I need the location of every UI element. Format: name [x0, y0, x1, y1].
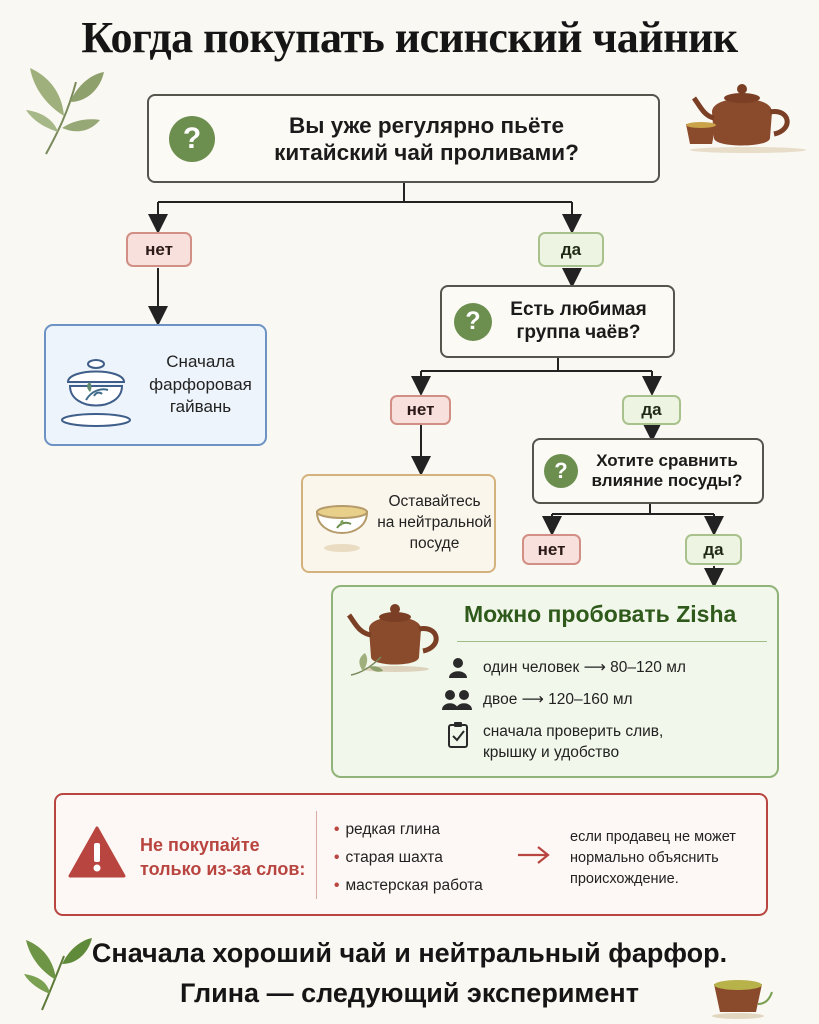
neutral-line2: на нейтральной	[377, 514, 492, 532]
root-question-line1: Вы уже регулярно пьёте	[289, 112, 564, 138]
zisha-item-one: один человек ⟶ 80–120 мл	[483, 659, 686, 676]
arrow-right-icon	[518, 846, 550, 864]
warning-divider	[316, 811, 317, 899]
neutral-result-box: Оставайтесь на нейтральной посуде	[301, 474, 496, 573]
person-icon	[449, 658, 467, 678]
warning-title-line1: Не покупайте	[140, 835, 260, 855]
question-icon: ?	[169, 115, 215, 162]
level1-yes-label: да	[538, 232, 604, 267]
gaiwan-line2: фарфоровая	[149, 374, 252, 394]
question2-line2: группа чаёв?	[516, 321, 641, 343]
question3-line2: влияние посуды?	[591, 471, 743, 490]
page-title: Когда покупать исинский чайник	[81, 13, 738, 62]
root-question-box: ? Вы уже регулярно пьёте китайский чай п…	[147, 94, 660, 183]
gaiwan-result-box: Сначала фарфоровая гайвань	[44, 324, 267, 446]
zisha-title: Можно пробовать Zisha	[464, 601, 737, 627]
gaiwan-line3: гайвань	[169, 397, 232, 417]
question2-line1: Есть любимая	[510, 298, 647, 320]
tea-leaf-icon	[350, 653, 383, 676]
question2-box: ? Есть любимая группа чаёв?	[440, 285, 675, 358]
zisha-item-check-line1: сначала проверить слив,	[483, 723, 664, 740]
two-people-icon	[442, 690, 472, 710]
warning-bullet-1: •редкая глина	[334, 821, 441, 838]
zisha-divider	[457, 641, 767, 642]
question3-box: ? Хотите сравнить влияние посуды?	[532, 438, 764, 504]
checklist-icon	[448, 722, 468, 748]
warning-note-line3: происхождение.	[570, 871, 679, 888]
root-question-line2: китайский чай проливами?	[274, 139, 579, 165]
zisha-item-check-line2: крышку и удобство	[483, 743, 620, 761]
neutral-line3: посуде	[409, 534, 460, 552]
question-icon: ?	[454, 302, 492, 341]
porcelain-cup-icon	[315, 504, 369, 552]
tea-leaves-icon	[26, 68, 104, 155]
warning-bullet-3: •мастерская работа	[334, 877, 483, 894]
footer-line2: Глина — следующий эксперимент	[180, 978, 639, 1008]
tea-leaves-icon	[24, 938, 92, 1011]
neutral-line1: Оставайтесь	[388, 493, 481, 511]
warning-note-line1: если продавец не может	[570, 829, 736, 845]
zisha-item-two: двое ⟶ 120–160 мл	[483, 691, 633, 708]
gaiwan-icon	[61, 359, 131, 427]
level3-yes-label: да	[685, 534, 742, 565]
warning-box: Не покупайте только из-за слов: •редкая …	[54, 793, 768, 916]
gaiwan-line1: Сначала	[166, 352, 235, 372]
footer-line1: Сначала хороший чай и нейтральный фарфор…	[91, 938, 728, 968]
level2-no-label: нет	[390, 395, 451, 425]
warning-icon	[68, 826, 126, 878]
teapot-cup-icon	[686, 84, 806, 153]
level1-no-label: нет	[126, 232, 192, 267]
warning-bullet-2: •старая шахта	[334, 849, 443, 866]
question-icon: ?	[544, 454, 578, 488]
question3-line1: Хотите сравнить	[596, 450, 738, 470]
warning-note-line2: нормально объяснить	[570, 850, 719, 867]
level3-no-label: нет	[522, 534, 581, 565]
tea-cup-icon	[712, 980, 773, 1019]
zisha-result-box: Можно пробовать Zisha один человек ⟶ 80–…	[331, 585, 779, 778]
level2-yes-label: да	[622, 395, 681, 425]
warning-title-line2: только из-за слов:	[140, 859, 306, 880]
